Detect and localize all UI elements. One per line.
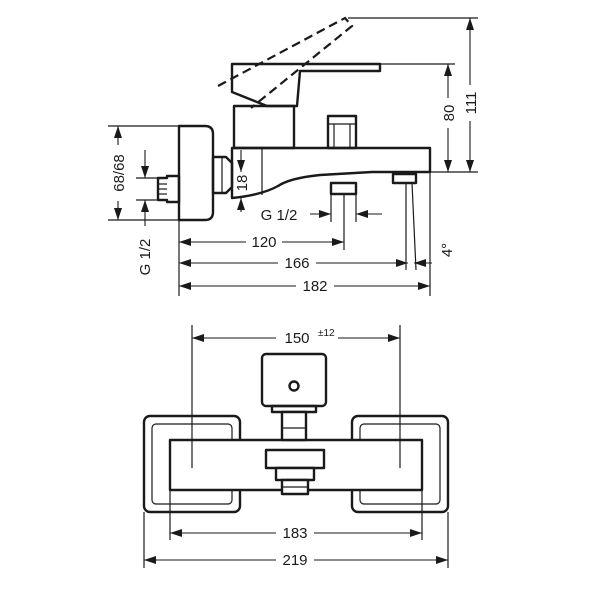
dim-g12-outlet-label: G 1/2 (261, 207, 298, 224)
dim-120-label: 120 (251, 234, 276, 251)
dim-166-label: 166 (284, 255, 309, 272)
dim-g12-inlet-label: G 1/2 (137, 239, 154, 276)
cartridge-column (232, 104, 296, 150)
dim-80-label: 80 (441, 105, 458, 122)
top-lever (260, 352, 328, 408)
top-diverter (264, 448, 326, 470)
dim-120: 120 (179, 232, 344, 251)
dim-g12-outlet: G 1/2 (261, 194, 382, 224)
dim-219: 219 (144, 550, 448, 569)
lever-indicator-dot (288, 380, 300, 392)
dim-183: 183 (170, 523, 422, 542)
inlet-connector (156, 174, 181, 204)
dim-18-label: 18 (234, 175, 251, 192)
diverter-knob (326, 114, 358, 150)
dim-18: 18 (234, 150, 251, 212)
lever-handle (230, 62, 382, 108)
dim-68-68: 68/68 (108, 125, 179, 221)
dim-166: 166 (179, 253, 432, 272)
dim-150-tolerance: ±12 (318, 328, 335, 339)
dim-111-label: 111 (463, 92, 480, 115)
dim-182-label: 182 (302, 278, 327, 295)
side-view: 111 80 68/68 G 1/2 (108, 16, 480, 296)
dim-g12-inlet: G 1/2 (136, 150, 158, 275)
dim-150-label: 150 (284, 330, 309, 347)
top-cartridge-neck (270, 404, 318, 414)
dim-68-68-label: 68/68 (111, 154, 128, 192)
wall-escutcheon (177, 124, 215, 222)
aerator (391, 172, 418, 185)
dim-111: 111 (348, 17, 480, 173)
dim-219-label: 219 (282, 552, 307, 569)
lever-open-position (217, 16, 354, 109)
dim-150: 150 ±12 (192, 326, 400, 347)
bottom-outlet (329, 181, 358, 196)
dim-183-label: 183 (282, 525, 307, 542)
dim-angle-4-label: 4° (439, 243, 456, 257)
dim-182: 182 (179, 276, 430, 295)
mixer-body-spout (230, 146, 432, 200)
top-view: 150 ±12 183 219 (142, 325, 450, 569)
dim-80: 80 (380, 63, 458, 172)
